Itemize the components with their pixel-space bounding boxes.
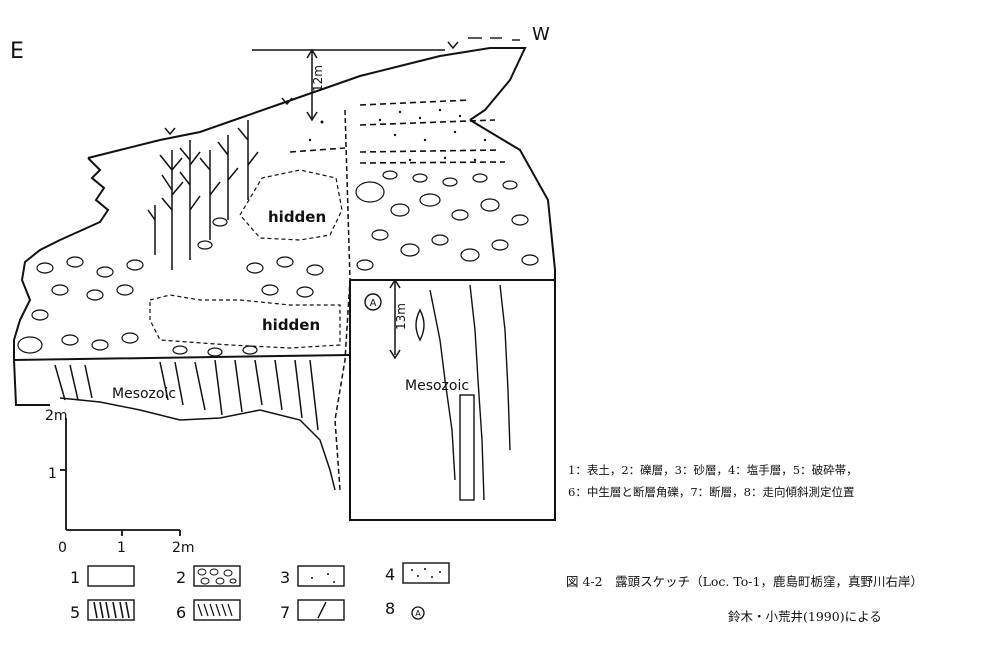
layer-dashes: [289, 99, 506, 164]
legend-swatch-blank: [87, 565, 135, 587]
legend-swatch-mesozoic-breccia: [193, 599, 241, 621]
grass-symbols: [164, 37, 520, 136]
outcrop-outline: [13, 47, 556, 521]
legend-swatch-fracture-zone: [87, 599, 135, 621]
legend-swatch-shiotegyo: [402, 562, 450, 584]
legend-num-3: 3: [280, 568, 290, 587]
legend-measurement-marker: [411, 606, 425, 620]
legend-description-line2: 6：中生層と断層角礫，7：断層，8：走向傾斜測定位置: [568, 485, 854, 499]
label-hidden-upper: hidden: [268, 208, 326, 226]
legend-num-6: 6: [176, 603, 186, 622]
sand-pattern: [308, 108, 487, 162]
label-hidden-lower: hidden: [262, 316, 320, 334]
legend-swatch-fault: [297, 599, 345, 621]
mesozoic-hatching-left: [54, 359, 319, 431]
figure-title: 図 4-2 露頭スケッチ（Loc. To-1，鹿島町栃窪，真野川右岸）: [566, 574, 923, 589]
fault-marker-label: A: [370, 298, 377, 309]
label-13m: 13m: [394, 303, 408, 330]
legend-num-4: 4: [385, 565, 395, 584]
gravel-pattern: [17, 170, 539, 357]
legend-num-8: 8: [385, 599, 395, 618]
scale-x-1: 1: [117, 540, 126, 556]
mesozoic-veins-right: [415, 284, 511, 501]
legend-num-2: 2: [176, 568, 186, 587]
legend-num-7: 7: [280, 603, 290, 622]
legend-description-line1: 1：表土，2：礫層，3：砂層，4：塩手層，5：破砕帯，: [568, 463, 858, 477]
label-mesozoic-right: Mesozoic: [405, 378, 469, 394]
scale-x-0: 0: [58, 540, 67, 556]
hidden-regions: [149, 169, 343, 349]
legend-num-5: 5: [70, 603, 80, 622]
scale-tick-1: 1: [48, 466, 57, 482]
label-west: W: [532, 24, 550, 45]
legend-swatch-sand: [297, 565, 345, 587]
label-12m: 12m: [311, 65, 325, 92]
scale-top-label: 2m: [45, 408, 68, 424]
fault-marker-circle: [364, 293, 382, 311]
legend: 1 2 3 4 5 6 7: [70, 562, 450, 622]
height-markers: [306, 48, 401, 360]
scale-bar: [60, 418, 181, 536]
scale-x-2m: 2m: [172, 540, 195, 556]
legend-swatch-gravel: [193, 565, 241, 587]
legend-num-1: 1: [70, 568, 80, 587]
label-east: E: [10, 39, 24, 64]
figure-source: 鈴木・小荒井(1990)による: [728, 609, 882, 624]
label-mesozoic-left: Mesozoic: [112, 386, 176, 402]
trees: [147, 120, 259, 270]
legend-measurement-marker-label: A: [415, 609, 421, 618]
